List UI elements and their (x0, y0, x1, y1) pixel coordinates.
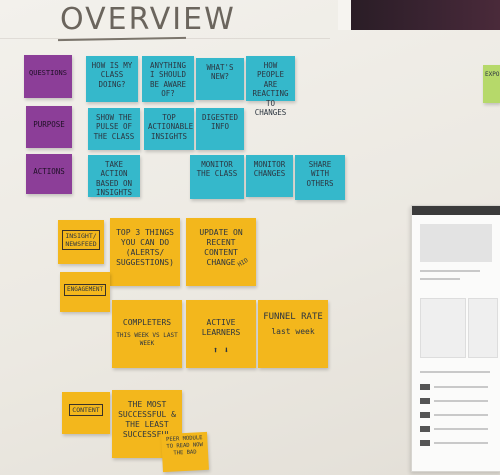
purpose-note-3-text: DIGESTED INFO (201, 113, 239, 132)
engagement-note-1-text: COMPLETERS (122, 318, 172, 327)
questions-note-4: HOW PEOPLE ARE REACTING TO CHANGES (246, 56, 295, 117)
engagement-note-1: COMPLETERS THIS WEEK VS LAST WEEK (112, 300, 182, 368)
questions-note-3-text: WHAT'S NEW? (206, 63, 234, 82)
printed-dashboard-row (420, 398, 430, 404)
engagement-note-2-text: ACTIVE LEARNERS (201, 318, 241, 337)
actions-label: ACTIONS (33, 167, 65, 176)
actions-note-2-text: MONITOR THE CLASS (196, 160, 238, 179)
content-label: CONTENT (69, 404, 103, 417)
engagement-note-1-sub: THIS WEEK VS LAST WEEK (116, 332, 178, 347)
engagement-note-2: ACTIVE LEARNERS ⬆ ⬇ (186, 300, 256, 368)
insight-note-2: UPDATE ON RECENT CONTENT CHANGE HID (186, 218, 256, 286)
content-note-1-text: THE MOST SUCCESSFUL & THE LEAST SUCCESSF… (118, 400, 176, 439)
actions-note-2: MONITOR THE CLASS (190, 155, 244, 199)
actions-note-3-text: MONITOR CHANGES (253, 160, 286, 179)
questions-note-1-text: HOW IS MY CLASS DOING? (91, 61, 133, 89)
questions-note-4-text: HOW PEOPLE ARE REACTING TO CHANGES (252, 61, 289, 117)
printed-dashboard-row (434, 386, 488, 388)
printed-dashboard-row (420, 426, 430, 432)
page-title: OVERVIEW (60, 2, 236, 37)
printed-dashboard-row (420, 384, 430, 390)
insight-note-1-text: TOP 3 THINGS YOU CAN DO (ALERTS/ SUGGEST… (116, 228, 174, 267)
printed-dashboard-row (434, 442, 488, 444)
printed-dashboard (411, 205, 500, 472)
questions-note-3: WHAT'S NEW? (196, 58, 244, 100)
actions-note-3: MONITOR CHANGES (246, 155, 293, 197)
insight-note-1: TOP 3 THINGS YOU CAN DO (ALERTS/ SUGGEST… (110, 218, 180, 286)
printed-dashboard-line (420, 278, 460, 280)
edge-note-text: EXPO (485, 71, 500, 78)
engagement-note-3: FUNNEL RATE last week (258, 300, 328, 368)
edge-note: EXPO (483, 65, 500, 103)
engagement-label-note: ENGAGEMENT (60, 272, 110, 312)
engagement-label: ENGAGEMENT (64, 284, 107, 296)
engagement-note-2-arrows: ⬆ ⬇ (212, 346, 230, 356)
actions-label-note: ACTIONS (26, 154, 72, 194)
insight-label-note: INSIGHT/ NEWSFEED (58, 220, 104, 264)
printed-dashboard-line (420, 371, 490, 373)
questions-note-2: ANYTHING I SHOULD BE AWARE OF? (142, 56, 194, 102)
purpose-label-note: PURPOSE (26, 106, 72, 148)
top-right-photo (338, 0, 500, 30)
engagement-note-3-sub: last week (271, 327, 315, 337)
actions-note-4-text: SHARE WITH OTHERS (306, 160, 334, 188)
printed-dashboard-row (420, 440, 430, 446)
purpose-note-3: DIGESTED INFO (196, 108, 244, 150)
questions-note-2-text: ANYTHING I SHOULD BE AWARE OF? (149, 61, 187, 99)
content-label-note: CONTENT (62, 392, 110, 434)
questions-label-note: QUESTIONS (24, 55, 72, 98)
printed-dashboard-block (420, 224, 492, 262)
purpose-label: PURPOSE (33, 120, 65, 129)
printed-dashboard-row (434, 414, 488, 416)
actions-note-1: TAKE ACTION BASED ON INSIGHTS (88, 155, 140, 197)
questions-note-1: HOW IS MY CLASS DOING? (86, 56, 138, 102)
insight-label: INSIGHT/ NEWSFEED (62, 230, 100, 251)
printed-dashboard-row (420, 412, 430, 418)
purpose-note-1: SHOW THE PULSE OF THE CLASS (88, 108, 140, 150)
actions-note-1-text: TAKE ACTION BASED ON INSIGHTS (95, 160, 133, 198)
printed-dashboard-header (412, 206, 500, 215)
printed-dashboard-chart (468, 298, 498, 358)
actions-note-4: SHARE WITH OTHERS (295, 155, 345, 200)
purpose-note-2: TOP ACTIONABLE INSIGHTS (144, 108, 194, 150)
purpose-note-2-text: TOP ACTIONABLE INSIGHTS (148, 113, 194, 141)
printed-dashboard-row (434, 428, 488, 430)
content-note-2: PEER MODULE TO READ NOW THE BAD (161, 431, 209, 473)
engagement-note-3-text: FUNNEL RATE (263, 312, 323, 322)
printed-dashboard-row (434, 400, 488, 402)
insight-note-2-text: UPDATE ON RECENT CONTENT CHANGE (199, 228, 243, 267)
printed-dashboard-line (420, 270, 480, 272)
questions-label: QUESTIONS (29, 69, 67, 77)
purpose-note-1-text: SHOW THE PULSE OF THE CLASS (93, 113, 135, 141)
printed-dashboard-chart (420, 298, 466, 358)
content-note-2-text: PEER MODULE TO READ NOW THE BAD (165, 435, 204, 457)
